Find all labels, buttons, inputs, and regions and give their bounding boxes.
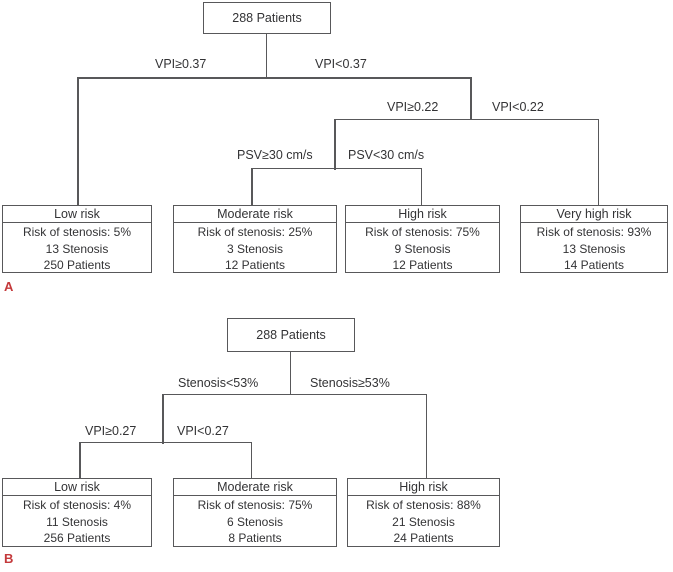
branch-label-vpi-lt-027: VPI<0.27 xyxy=(177,424,229,438)
connector-line xyxy=(265,33,267,77)
leaf-title: Very high risk xyxy=(521,206,667,223)
leaf-risk-line: Risk of stenosis: 5% xyxy=(22,225,132,239)
connector-line xyxy=(334,118,599,120)
leaf-b-moderate-risk: Moderate risk Risk of stenosis: 75% 6 St… xyxy=(173,478,337,547)
leaf-risk-line: Risk of stenosis: 88% xyxy=(366,498,481,512)
connector-line xyxy=(77,77,79,205)
connector-line xyxy=(251,167,253,206)
leaf-b-low-risk: Low risk Risk of stenosis: 4% 11 Stenosi… xyxy=(2,478,152,547)
leaf-stenosis-line: 11 Stenosis xyxy=(46,514,108,529)
leaf-title: Low risk xyxy=(3,206,151,223)
leaf-title: Moderate risk xyxy=(174,206,336,223)
leaf-stenosis-line: 6 Stenosis xyxy=(226,514,284,529)
tree-a-root-box: 288 Patients xyxy=(203,2,331,34)
branch-label-stenosis-lt-53: Stenosis<53% xyxy=(178,376,259,390)
leaf-stenosis-line: 21 Stenosis xyxy=(392,514,455,529)
branch-label-psv-lt-30: PSV<30 cm/s xyxy=(348,148,425,162)
leaf-stenosis-line: 3 Stenosis xyxy=(226,241,284,256)
branch-label-psv-ge-30: PSV≥30 cm/s xyxy=(237,148,313,162)
connector-line xyxy=(162,393,164,444)
leaf-patients-line: 24 Patients xyxy=(393,531,454,545)
leaf-risk-line: Risk of stenosis: 93% xyxy=(536,225,652,239)
leaf-title: High risk xyxy=(346,206,499,223)
branch-label-vpi-ge-027: VPI≥0.27 xyxy=(85,424,137,438)
leaf-title: Moderate risk xyxy=(174,479,336,496)
connector-line xyxy=(79,441,81,479)
connector-line xyxy=(470,77,472,120)
leaf-risk-line: Risk of stenosis: 75% xyxy=(197,498,313,512)
connector-line xyxy=(597,118,599,206)
leaf-risk-line: Risk of stenosis: 75% xyxy=(365,225,480,239)
connector-line xyxy=(250,441,252,479)
connector-line xyxy=(162,393,427,395)
leaf-patients-line: 12 Patients xyxy=(392,258,453,272)
connector-line xyxy=(289,351,291,395)
leaf-a-low-risk: Low risk Risk of stenosis: 5% 13 Stenosi… xyxy=(2,205,152,273)
leaf-stenosis-line: 13 Stenosis xyxy=(562,241,626,256)
leaf-risk-line: Risk of stenosis: 25% xyxy=(197,225,313,239)
leaf-title: High risk xyxy=(348,479,499,496)
tree-b-root-box: 288 Patients xyxy=(227,318,355,352)
connector-line xyxy=(334,118,336,170)
connector-line xyxy=(425,393,427,479)
branch-label-vpi-lt-022: VPI<0.22 xyxy=(492,100,544,114)
branch-label-vpi-ge-022: VPI≥0.22 xyxy=(387,100,439,114)
leaf-stenosis-line: 9 Stenosis xyxy=(394,241,451,256)
leaf-patients-line: 14 Patients xyxy=(563,258,625,272)
connector-line xyxy=(251,167,422,169)
panel-label-a: A xyxy=(4,279,14,294)
leaf-patients-line: 250 Patients xyxy=(43,258,111,272)
leaf-stenosis-line: 13 Stenosis xyxy=(45,241,109,256)
leaf-patients-line: 256 Patients xyxy=(43,531,111,545)
branch-label-stenosis-ge-53: Stenosis≥53% xyxy=(310,376,390,390)
panel-label-b: B xyxy=(4,551,14,566)
leaf-b-high-risk: High risk Risk of stenosis: 88% 21 Steno… xyxy=(347,478,500,547)
leaf-risk-line: Risk of stenosis: 4% xyxy=(22,498,132,512)
connector-line xyxy=(79,441,252,443)
leaf-a-moderate-risk: Moderate risk Risk of stenosis: 25% 3 St… xyxy=(173,205,337,273)
leaf-a-very-high-risk: Very high risk Risk of stenosis: 93% 13 … xyxy=(520,205,668,273)
branch-label-vpi-ge-037: VPI≥0.37 xyxy=(155,57,207,71)
leaf-title: Low risk xyxy=(3,479,151,496)
leaf-a-high-risk: High risk Risk of stenosis: 75% 9 Stenos… xyxy=(345,205,500,273)
leaf-patients-line: 8 Patients xyxy=(228,531,282,545)
branch-label-vpi-lt-037: VPI<0.37 xyxy=(315,57,367,71)
connector-line xyxy=(77,77,471,79)
connector-line xyxy=(420,167,422,206)
leaf-patients-line: 12 Patients xyxy=(224,258,286,272)
